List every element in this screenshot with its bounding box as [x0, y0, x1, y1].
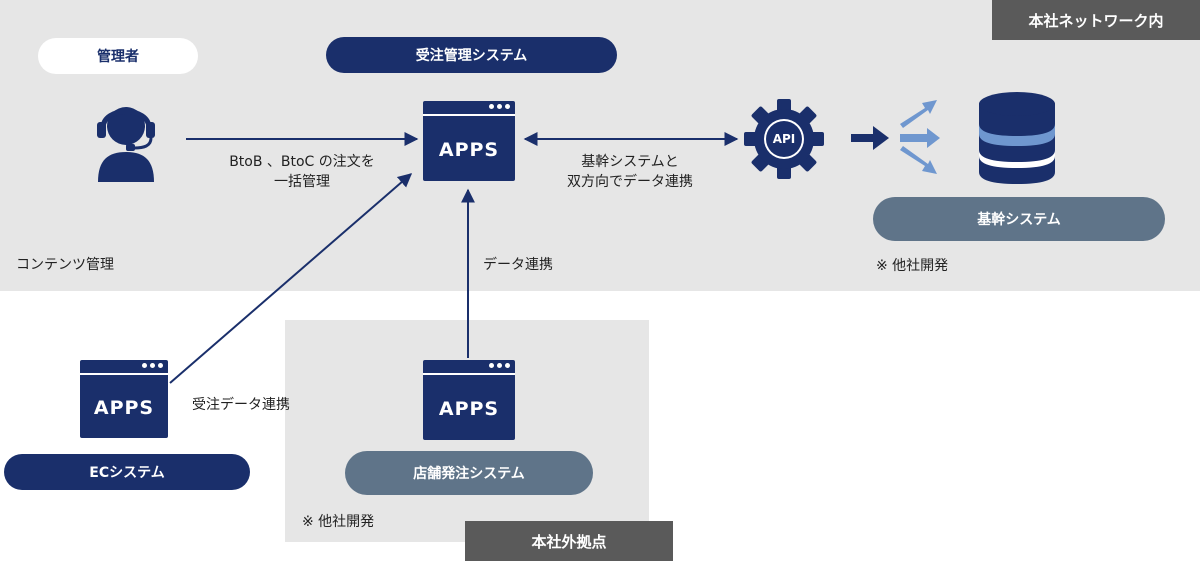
btob-note-line1: BtoB 、BtoC の注文を	[229, 154, 375, 170]
apps-store-label: APPS	[438, 397, 500, 420]
core-link-line2: 双方向でデータ連携	[567, 174, 693, 190]
headset-user-icon	[94, 98, 158, 182]
window-dots-icon	[489, 363, 510, 368]
core-system-label: 基幹システム	[873, 197, 1165, 241]
database-icon	[977, 90, 1057, 186]
other-dev-note-core: ※ 他社開発	[876, 258, 949, 274]
core-link-line1: 基幹システムと	[581, 154, 679, 170]
order-system-label: 受注管理システム	[326, 37, 617, 73]
btob-note-line2: 一括管理	[274, 174, 330, 190]
btob-btoc-note: BtoB 、BtoC の注文を 一括管理	[222, 152, 382, 192]
window-dots-icon	[489, 104, 510, 109]
window-titlebar	[423, 101, 515, 116]
apps-ec-window: APPS	[80, 360, 168, 438]
arrows-fan-icon	[895, 96, 945, 178]
apps-main-window: APPS	[423, 101, 515, 181]
content-mgmt-label: コンテンツ管理	[16, 257, 114, 273]
data-link-label: データ連携	[483, 257, 553, 273]
hq-network-tag: 本社ネットワーク内	[992, 0, 1200, 40]
order-data-link-label: 受注データ連携	[192, 397, 290, 413]
window-titlebar	[80, 360, 168, 375]
external-site-tag: 本社外拠点	[465, 521, 673, 561]
core-link-note: 基幹システムと 双方向でデータ連携	[545, 152, 715, 192]
ec-to-apps-line	[169, 173, 413, 384]
api-label: API	[772, 132, 796, 146]
window-dots-icon	[142, 363, 163, 368]
api-to-core-arrow	[851, 126, 889, 150]
other-dev-note-store: ※ 他社開発	[302, 514, 375, 530]
apps-store-window: APPS	[423, 360, 515, 440]
admin-label: 管理者	[38, 38, 198, 74]
ec-system-label: ECシステム	[4, 454, 250, 490]
window-titlebar	[423, 360, 515, 375]
apps-main-label: APPS	[438, 138, 500, 161]
gear-icon: API	[743, 98, 825, 180]
store-system-label: 店舗発注システム	[345, 451, 593, 495]
apps-ec-label: APPS	[93, 396, 155, 419]
